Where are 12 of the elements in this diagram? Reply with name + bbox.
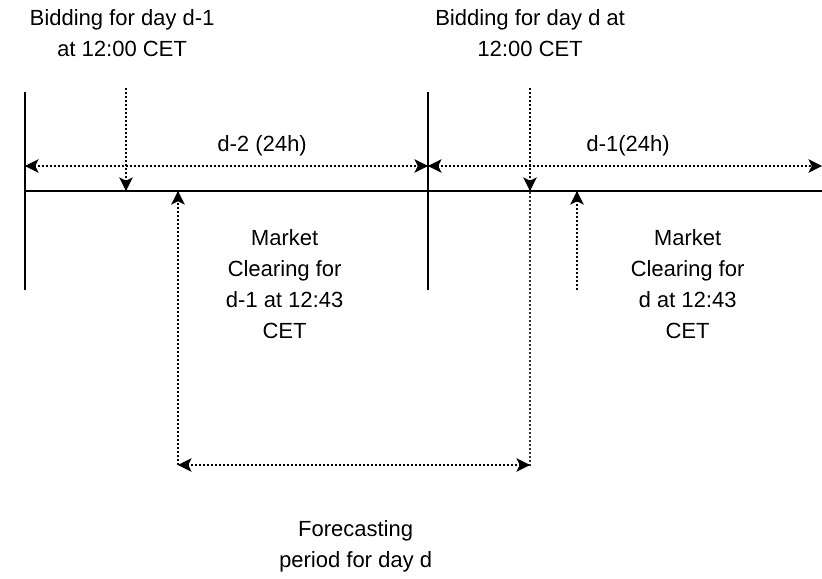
arrow	[119, 88, 133, 192]
event-label: Market Clearing for d-1 at 12:43 CET	[224, 224, 344, 345]
period-label: d-1(24h)	[585, 130, 671, 158]
event-label: Market Clearing for d at 12:43 CET	[630, 224, 746, 345]
timeline-bar	[25, 190, 822, 192]
arrow	[570, 190, 584, 290]
arrow	[523, 88, 537, 192]
period-label: Forecasting period for day d	[278, 515, 433, 574]
arrow	[171, 190, 185, 465]
event-label: Bidding for day d at 12:00 CET	[434, 4, 626, 63]
period-label: d-2 (24h)	[216, 130, 308, 158]
event-label: Bidding for day d-1 at 12:00 CET	[28, 4, 216, 63]
